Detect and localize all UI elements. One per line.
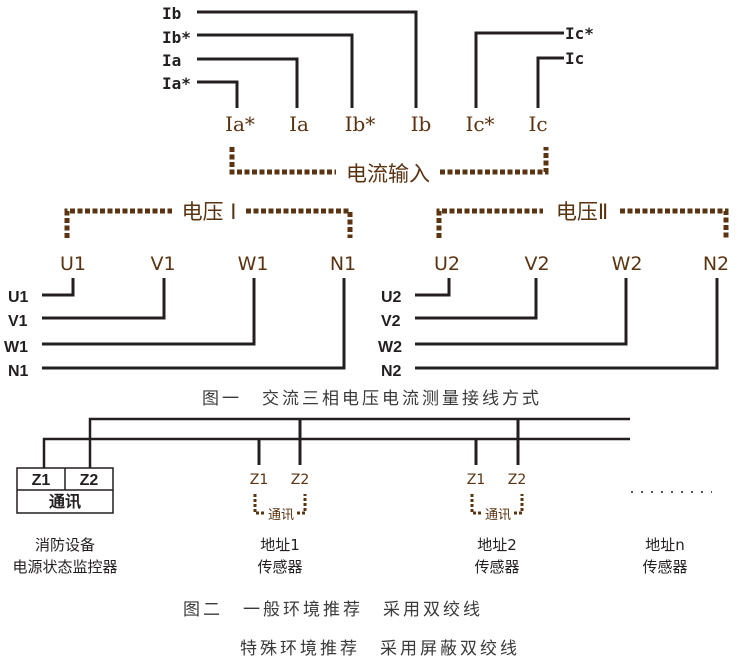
monitor-terminal-z2: Z2 [80,472,99,489]
sensor-2: Z1 Z2 通讯 地址2 传感器 [467,419,527,576]
wire-ia-star [197,80,239,108]
wire-label-ia-star: Ia* [162,74,191,93]
wire-ia [197,57,299,108]
sensor-2-name-line1: 地址2 [477,536,517,554]
terminal-ic: Ic [528,112,547,136]
sensor-2-terminal-z2: Z2 [508,472,527,488]
wire-v1 [42,278,166,320]
current-bracket-left [229,147,336,175]
wire-ic [536,56,564,108]
wire-label-u2: U2 [381,289,402,306]
terminal-ia-star: Ia* [225,112,255,136]
voltage-2-bracket-right [620,208,729,238]
sensor-2-terminal-z1: Z1 [467,472,486,488]
monitor-name-line1: 消防设备 [35,536,95,554]
sensor-n: 地址n 传感器 [642,536,687,576]
wire-label-ic-star: Ic* [565,24,594,43]
terminal-w2: W2 [612,253,643,275]
sensor-2-bracket-left [470,494,481,515]
voltage-1-section: 电压 Ⅰ U1 V1 W1 N1 U1 V1 W1 N1 [4,200,356,380]
sensor-1-bracket-left [253,494,264,515]
wire-label-ia: Ia [162,51,181,70]
sensor-1-terminal-z1: Z1 [250,472,269,488]
sensor-1: Z1 Z2 通讯 地址1 传感器 [250,419,310,576]
wire-label-n1: N1 [8,363,29,380]
bus-line-z1 [42,437,630,468]
wire-label-w2: W2 [378,339,402,356]
terminal-ic-star: Ic* [465,112,494,136]
wire-w2 [415,278,628,346]
terminal-n1: N1 [330,253,356,275]
sensor-2-port-label: 通讯 [485,508,511,523]
voltage-1-label: 电压 Ⅰ [182,200,237,224]
terminal-v1: V1 [150,253,175,275]
wire-u2 [415,278,451,297]
wire-n2 [415,278,719,370]
bus-line-z2 [88,417,630,468]
wire-label-ic: Ic [565,49,584,68]
sensor-n-name-line1: 地址n [645,536,685,554]
current-input-label: 电流输入 [346,162,430,186]
sensor-n-name-line2: 传感器 [642,558,687,576]
sensor-1-bracket-right [297,494,307,515]
figure-1-caption: 图一 交流三相电压电流测量接线方式 [202,389,542,409]
wire-label-v1: V1 [8,313,28,330]
terminal-w1: W1 [238,253,269,275]
wire-n1 [42,278,346,370]
wire-label-n2: N2 [381,363,402,380]
figure-2-caption-line2: 特殊环境推荐 采用屏蔽双绞线 [240,639,520,659]
sensor-1-terminal-z2: Z2 [291,472,310,488]
voltage-2-section: 电压Ⅱ U2 V2 W2 N2 U2 V2 W2 N2 [378,200,729,380]
voltage-2-label: 电压Ⅱ [556,200,608,224]
sensor-2-bracket-right [514,494,524,515]
wire-label-ib-star: Ib* [162,28,191,47]
terminal-ib: Ib [411,112,432,136]
terminal-v2: V2 [524,253,549,275]
terminal-u2: U2 [434,253,460,275]
current-bracket-right [440,147,549,175]
sensor-1-name-line2: 传感器 [257,558,302,576]
figure-2-caption-line1: 图二 一般环境推荐 采用双绞线 [183,600,483,620]
wire-w1 [42,278,256,346]
wire-ib [197,10,418,108]
terminal-n2: N2 [703,253,729,275]
wire-ic-star [474,31,564,108]
voltage-1-bracket-right [246,208,353,238]
sensor-1-port-label: 通讯 [268,508,294,523]
wire-u1 [42,278,75,297]
terminal-ia: Ia [289,112,309,136]
monitor-terminal-z1: Z1 [32,472,51,489]
voltage-1-bracket-left [64,208,172,238]
current-input-section: Ib Ib* Ia Ia* Ic* Ic Ia* Ia Ib* Ib Ic* I… [162,4,594,186]
wire-label-v2: V2 [381,313,401,330]
wire-label-w1: W1 [4,339,28,356]
sensor-2-name-line2: 传感器 [474,558,519,576]
voltage-2-bracket-left [436,208,543,238]
comm-bus-section: Z1 Z2 通讯 消防设备 电源状态监控器 Z1 Z2 通讯 地址1 传感器 Z… [12,417,712,576]
wire-label-u1: U1 [8,289,29,306]
monitor-name-line2: 电源状态监控器 [12,558,117,576]
wire-ib-star [197,33,354,108]
terminal-ib-star: Ib* [345,112,376,136]
terminal-u1: U1 [60,253,86,275]
wire-label-ib: Ib [162,4,181,23]
sensor-1-name-line1: 地址1 [260,536,300,554]
monitor-port-label: 通讯 [49,493,81,511]
wire-v2 [415,278,538,320]
